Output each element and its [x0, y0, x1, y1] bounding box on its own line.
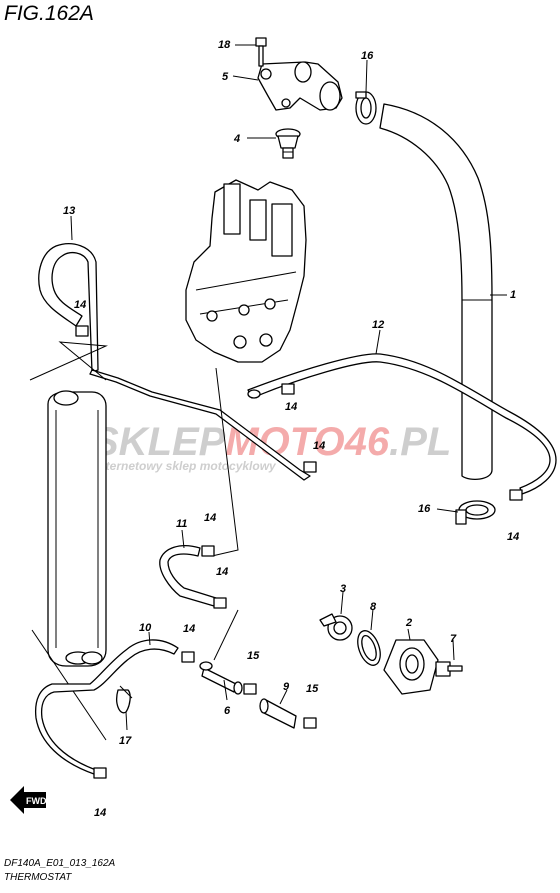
callout-16-a: 16: [361, 50, 374, 62]
callout-14-e: 14: [204, 512, 216, 524]
callout-3: 3: [340, 583, 346, 595]
radiator-panel: [47, 390, 107, 667]
callout-5: 5: [222, 71, 229, 83]
watermark-brand-prefix: SKLEP: [92, 420, 226, 464]
engine-block: [185, 179, 307, 363]
watermark-tagline: internetowy sklep motocyklowy: [95, 459, 277, 473]
callout-14-d: 14: [507, 531, 519, 543]
callout-7: 7: [450, 633, 457, 645]
clamps-14-15: [75, 325, 523, 779]
clip-17: [116, 685, 133, 714]
callout-4: 4: [233, 133, 240, 145]
clamp-16-top: [355, 91, 377, 125]
callout-leaders: [70, 44, 507, 731]
clamp-16-bottom: [455, 500, 496, 525]
cover-2: [383, 639, 439, 695]
callout-18: 18: [218, 39, 231, 51]
callout-10: 10: [139, 622, 152, 634]
assembly-name: THERMOSTAT: [4, 872, 72, 883]
fwd-direction-arrow: FWD: [10, 786, 47, 814]
callout-15-b: 15: [306, 683, 319, 695]
callout-14-a: 14: [74, 299, 86, 311]
thermostat-4: [275, 128, 301, 159]
pipe-6: [199, 661, 243, 695]
callout-14-b: 14: [285, 401, 297, 413]
callout-15-a: 15: [247, 650, 260, 662]
hose-13: [38, 243, 99, 373]
watermark-brand-mid: MOTO: [225, 420, 344, 464]
callout-16-b: 16: [418, 503, 431, 515]
callout-6: 6: [224, 705, 231, 717]
callout-1: 1: [510, 289, 516, 301]
callout-8: 8: [370, 601, 377, 613]
callout-14-g: 14: [183, 623, 195, 635]
callout-13: 13: [63, 205, 75, 217]
callouts: 1 2 3 4 5 6 7 8 9 10 11 12 13 14 14 14 1…: [63, 39, 519, 819]
callout-9: 9: [283, 681, 290, 693]
callout-2: 2: [405, 617, 412, 629]
hose-9: [259, 698, 297, 729]
model-code: DF140A_E01_013_162A: [4, 858, 116, 869]
bolt-7: [435, 661, 463, 677]
callout-17: 17: [119, 735, 132, 747]
watermark-brand-suffix: .PL: [389, 420, 451, 464]
thermostat-3: [319, 613, 353, 641]
figure-title: FIG.162A: [4, 2, 94, 25]
callout-11: 11: [176, 518, 187, 530]
callout-14-h: 14: [94, 807, 106, 819]
bolt-18: [255, 37, 267, 67]
watermark: SKLEPMOTO46.PL internetowy sklep motocyk…: [92, 420, 451, 473]
gasket-8: [357, 630, 381, 666]
watermark-brand-num: 46: [344, 420, 390, 464]
fwd-label: FWD: [26, 796, 47, 806]
callout-14-c: 14: [313, 440, 325, 452]
svg-text:SKLEPMOTO46.PL: SKLEPMOTO46.PL: [92, 420, 451, 464]
callout-12: 12: [372, 319, 384, 331]
callout-14-f: 14: [216, 566, 228, 578]
thermostat-cover-5: [257, 61, 343, 111]
